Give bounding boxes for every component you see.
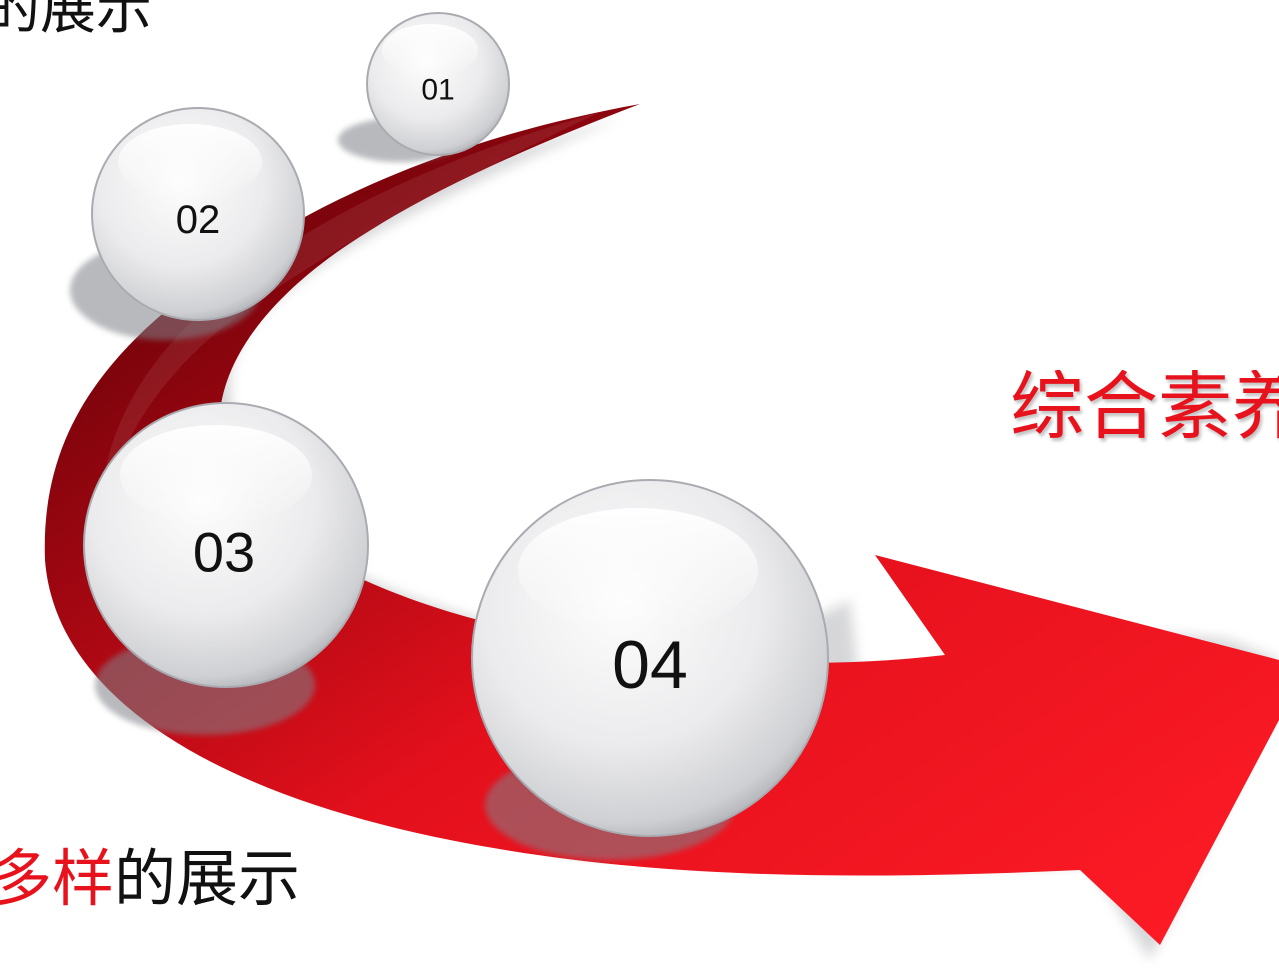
caption-bottom-left-rest: 的展示: [114, 842, 301, 915]
step-ball-02: 02: [91, 107, 305, 321]
caption-bottom-left-highlight: 多样: [0, 842, 115, 915]
caption-right-text: 综合素养: [1010, 370, 1279, 444]
curved-arrow: [44, 104, 1279, 945]
caption-right: 综合素养: [1010, 370, 1279, 444]
caption-bottom-left: 多样的展示: [0, 848, 300, 910]
caption-top-left-text: 的展示: [0, 0, 152, 42]
caption-top-left: 的展示: [0, 0, 152, 38]
step-label-04: 04: [612, 627, 688, 703]
step-ball-04: 04: [471, 479, 829, 837]
step-label-01: 01: [421, 74, 454, 107]
step-label-03: 03: [193, 521, 255, 584]
step-ball-01: 01: [366, 12, 510, 156]
step-ball-03: 03: [83, 402, 369, 688]
step-label-02: 02: [176, 198, 221, 242]
